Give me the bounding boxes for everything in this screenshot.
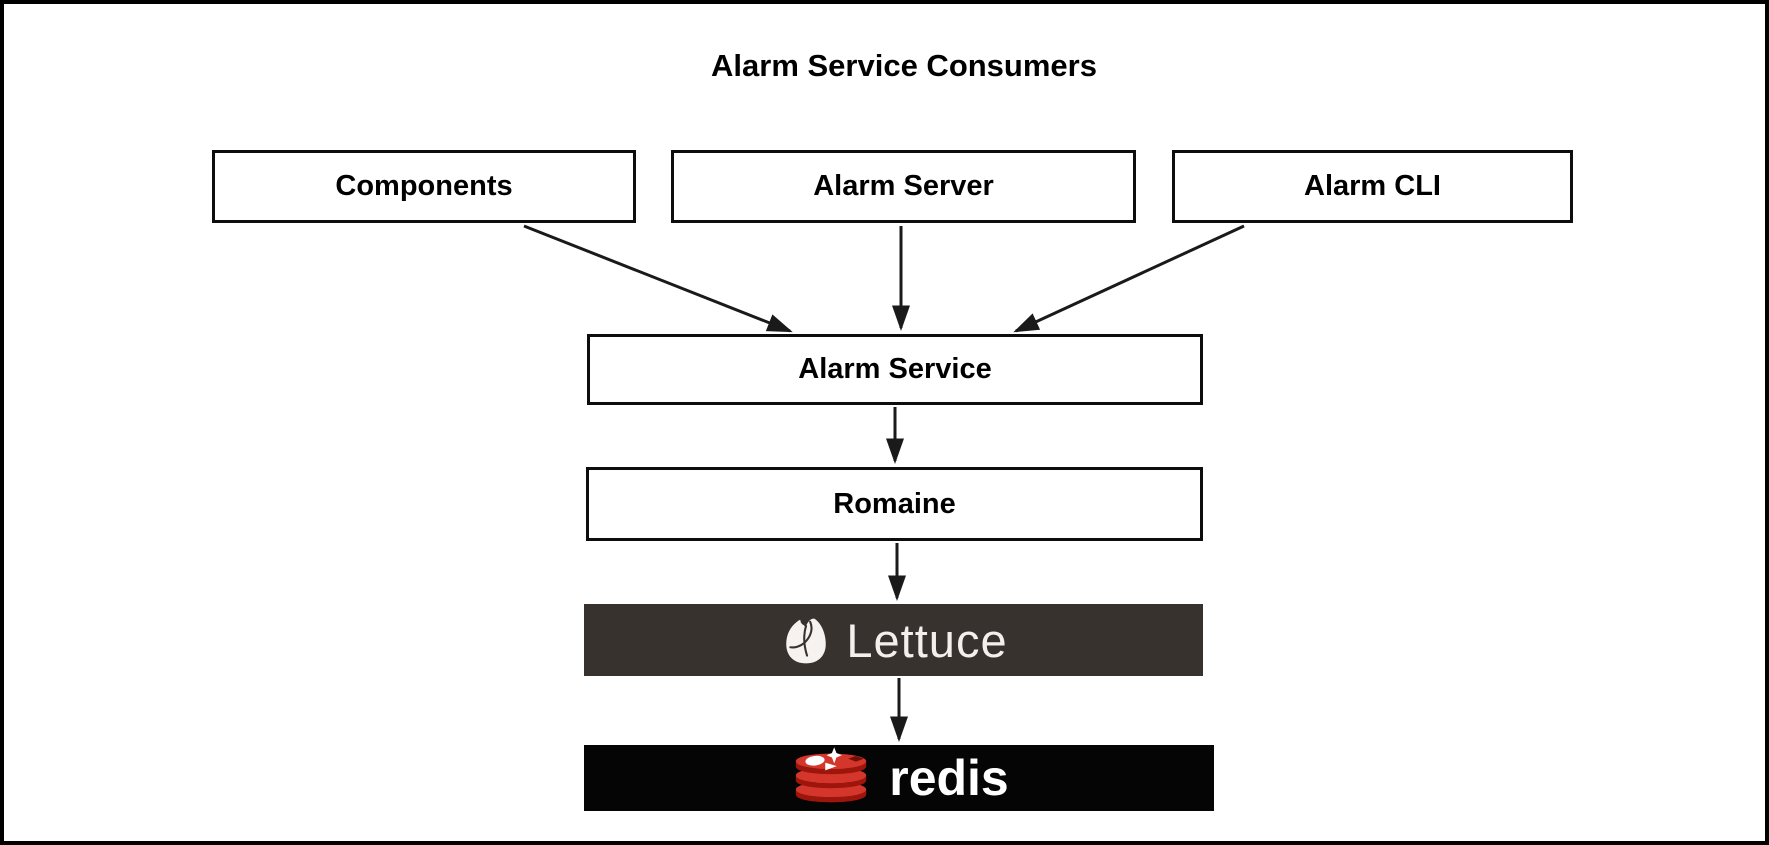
lettuce-wordmark: Lettuce	[846, 613, 1008, 667]
lettuce-flower-icon	[779, 614, 833, 666]
node-alarm-server: Alarm Server	[671, 150, 1136, 223]
diagram-title: Alarm Service Consumers	[711, 48, 1097, 83]
node-alarm-service-label: Alarm Service	[798, 353, 992, 385]
node-components: Components	[212, 150, 636, 223]
edge-alarm-cli-to-alarm-service	[1013, 224, 1245, 333]
node-lettuce: Lettuce	[584, 604, 1203, 676]
node-alarm-cli-label: Alarm CLI	[1304, 170, 1441, 202]
redis-wordmark: redis	[889, 750, 1009, 806]
node-alarm-service: Alarm Service	[587, 334, 1203, 405]
node-components-label: Components	[335, 170, 513, 202]
redis-stack-icon	[789, 746, 873, 810]
edges-layer	[523, 224, 1245, 742]
node-romaine-label: Romaine	[833, 487, 956, 520]
node-redis: redis	[584, 745, 1214, 811]
node-romaine: Romaine	[586, 467, 1203, 541]
edge-components-to-alarm-service	[523, 224, 793, 333]
node-alarm-server-label: Alarm Server	[813, 170, 994, 202]
node-alarm-cli: Alarm CLI	[1172, 150, 1573, 223]
